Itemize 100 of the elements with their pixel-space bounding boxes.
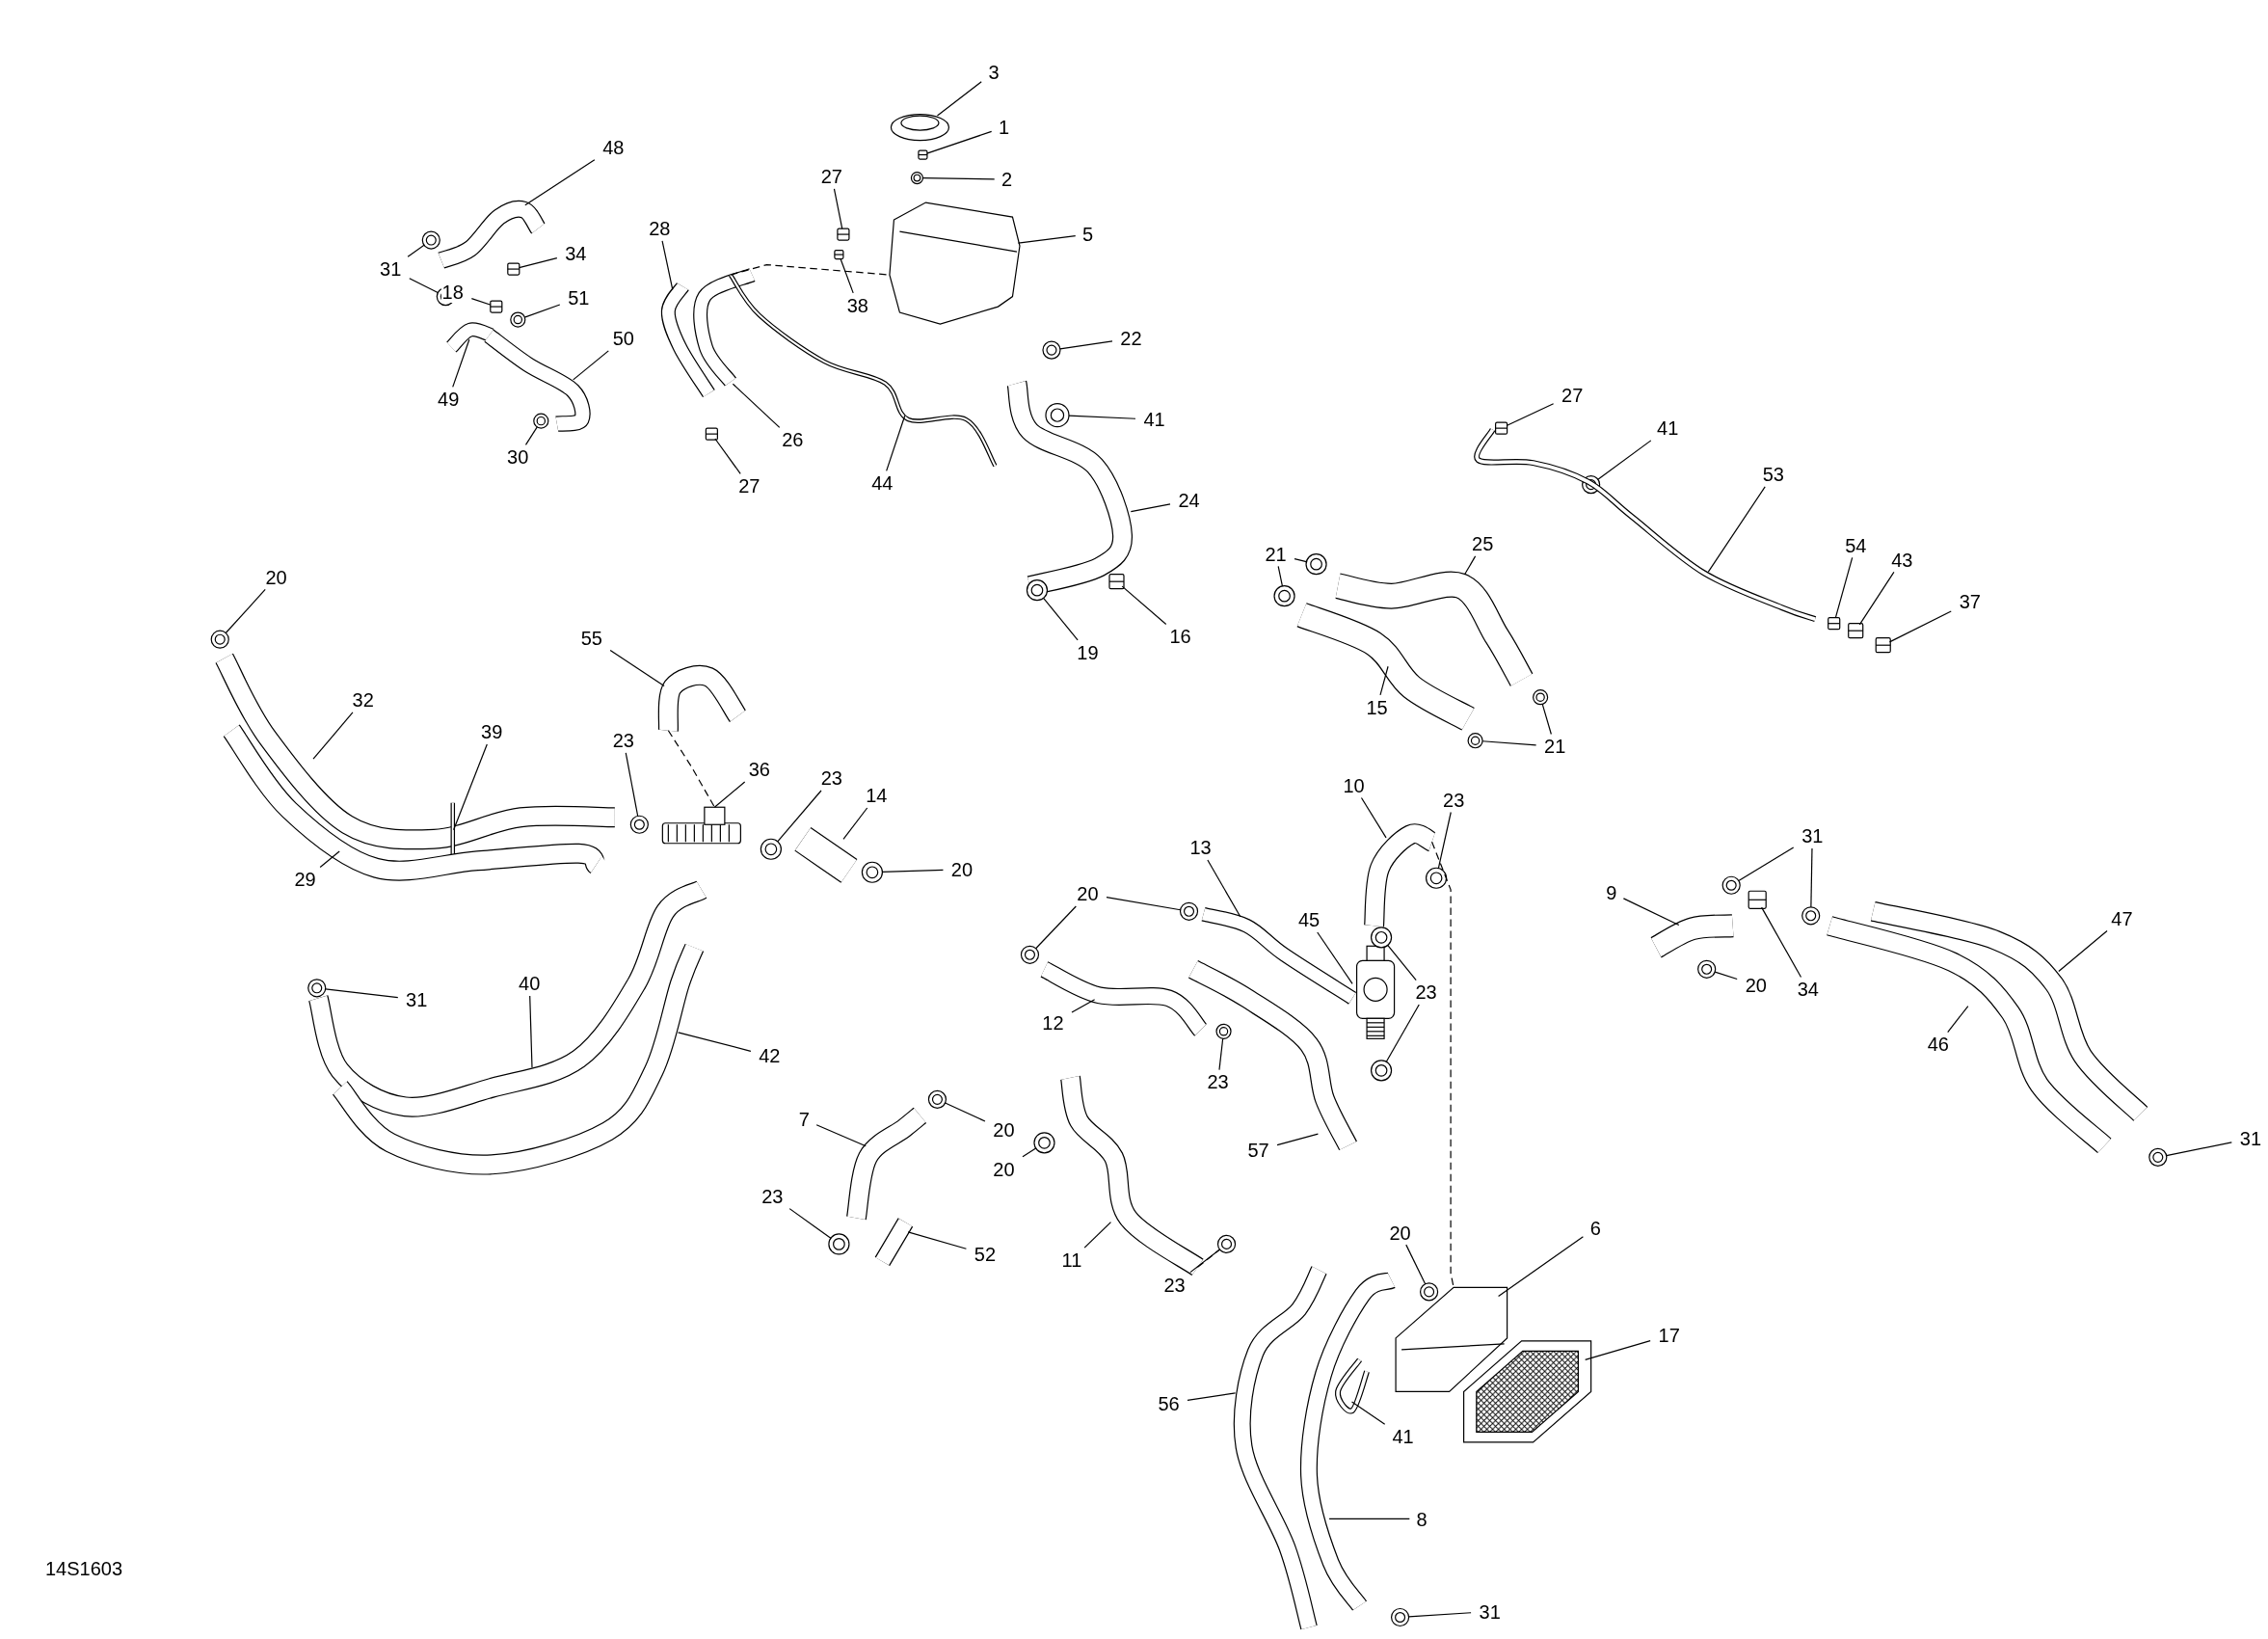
leader-line (714, 438, 741, 474)
dashed-line (1196, 1249, 1221, 1268)
leader-line (1379, 665, 1389, 696)
leader-line (1218, 1037, 1224, 1071)
hose-clamp (510, 311, 526, 328)
leader-line (1043, 597, 1079, 641)
leader-line (1498, 1236, 1584, 1297)
hose (1060, 1076, 1204, 1276)
leader-line (609, 649, 665, 686)
leader-line (777, 790, 822, 843)
leader-line (842, 807, 868, 840)
leader-line (732, 383, 781, 428)
hose-clamp (1697, 959, 1717, 979)
leader-line (1714, 971, 1738, 981)
hose (1827, 916, 2112, 1154)
leader-line (1738, 846, 1795, 882)
leader-line (225, 588, 266, 634)
hose (438, 200, 546, 269)
hose-clamp (1179, 901, 1199, 921)
leader-line (529, 995, 533, 1068)
leader-line (1387, 944, 1417, 981)
leader-line (945, 1102, 986, 1122)
tee-fitting (661, 806, 741, 845)
leader-line (1294, 557, 1307, 563)
hose-clamp (927, 1089, 947, 1109)
leader-line (407, 244, 425, 257)
hose-clamp (1020, 945, 1040, 964)
leader-line (881, 869, 945, 873)
leader-line (1834, 556, 1854, 619)
hose-clamp (828, 1233, 850, 1255)
leader-line (523, 304, 561, 318)
hose-clamp (2148, 1147, 2168, 1167)
hose-clamp (210, 630, 229, 649)
fitting (1848, 623, 1864, 639)
leader-line (1130, 503, 1171, 513)
leader-line (1277, 565, 1283, 587)
hose (1335, 571, 1534, 686)
hose-clamp (421, 230, 440, 250)
hose (1650, 914, 1734, 958)
hose-clamp (760, 838, 782, 860)
leader-line (788, 1208, 832, 1239)
leader-line (325, 988, 399, 999)
leader-line (1858, 571, 1895, 626)
leader-line (1541, 703, 1552, 736)
leader-line (2166, 1142, 2232, 1157)
hose-clamp (1801, 906, 1821, 926)
leader-line (921, 177, 996, 180)
leader-line (1121, 585, 1167, 626)
leader-line (1068, 415, 1136, 419)
hose-clamp (629, 815, 649, 834)
leader-line (833, 188, 843, 229)
hose (1296, 603, 1475, 731)
leader-line (1207, 859, 1241, 918)
hose-clamp (1721, 875, 1741, 895)
hose (484, 329, 591, 432)
leader-line (713, 781, 746, 808)
grille-panel (1463, 1340, 1592, 1443)
leader-line (312, 712, 354, 760)
hose (693, 268, 756, 387)
leader-line (625, 752, 639, 817)
leader-line (1947, 1006, 1969, 1034)
leader-line (677, 1032, 752, 1052)
hose (332, 943, 704, 1175)
hose-clamp (1426, 867, 1448, 889)
washer (910, 171, 924, 185)
leader-line (1761, 906, 1802, 979)
hose (657, 664, 747, 732)
hose-clamp (1033, 1132, 1055, 1154)
leader-line (1481, 740, 1537, 746)
dashed-line (1431, 841, 1454, 1288)
leader-line (409, 278, 439, 294)
hose (874, 1218, 914, 1266)
leader-line (886, 415, 906, 471)
leader-line (524, 426, 538, 445)
hose (1364, 823, 1437, 927)
leader-line (1463, 555, 1477, 576)
hose-clamp (1042, 340, 1061, 360)
leader-line (661, 240, 674, 290)
fitting (1875, 637, 1891, 654)
leader-line (1071, 999, 1096, 1013)
valve (1355, 945, 1396, 1039)
fitting (1495, 421, 1508, 435)
hose (1233, 1266, 1327, 1630)
leader-line (452, 338, 470, 388)
hose (445, 322, 494, 353)
leader-line (1385, 1004, 1420, 1062)
hose-clamp (861, 861, 883, 883)
leader-line (1506, 403, 1555, 427)
leader-line (1317, 931, 1353, 984)
hose-clamp (1533, 689, 1549, 706)
leader-line (1083, 1222, 1112, 1249)
leader-line (470, 298, 492, 306)
hose (660, 282, 715, 398)
fitting (834, 249, 844, 260)
leader-line (1888, 610, 1952, 643)
leader-line (1328, 1518, 1410, 1520)
leader-line (1350, 1401, 1386, 1425)
hose-clamp (1391, 1607, 1410, 1627)
fitting (1828, 617, 1841, 631)
fitting (507, 262, 520, 276)
